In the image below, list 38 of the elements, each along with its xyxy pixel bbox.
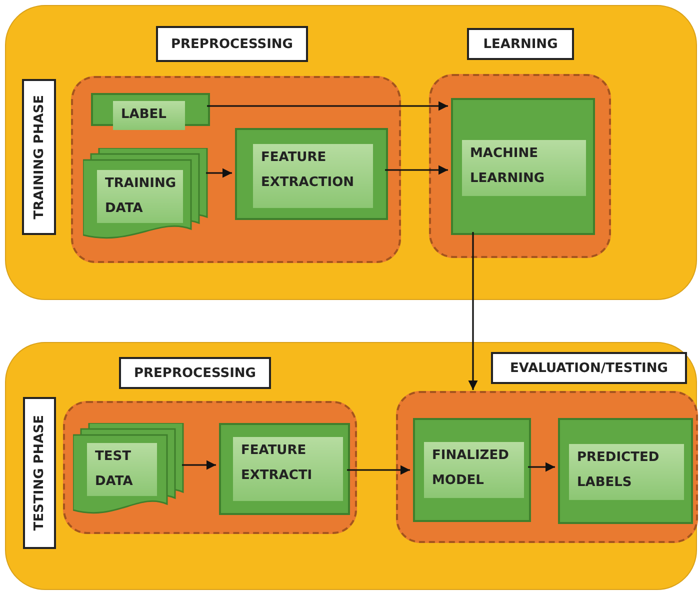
heading-label: EVALUATION/TESTING	[510, 360, 668, 376]
step-label: TRAINING DATA	[97, 170, 183, 224]
process-box	[451, 98, 595, 235]
heading-tag	[467, 28, 574, 60]
heading-label: PREPROCESSING	[171, 36, 293, 52]
phase-panel	[5, 342, 697, 590]
arrow	[528, 462, 555, 472]
dashed-group-area	[429, 74, 611, 258]
phase-tag	[23, 397, 56, 549]
step-label: TEST DATA	[87, 443, 157, 496]
heading-label: LEARNING	[483, 36, 558, 52]
dashed-group-area	[396, 391, 698, 543]
step-label: LABEL	[113, 101, 185, 130]
heading-tag	[156, 26, 308, 62]
arrow	[182, 460, 216, 470]
arrow	[207, 101, 448, 111]
heading-tag	[491, 352, 687, 384]
heading-label: TRAINING PHASE	[32, 94, 46, 220]
arrow	[385, 165, 448, 175]
process-box	[413, 418, 531, 522]
phase-tag	[22, 79, 56, 235]
heading-label: PREPROCESSING	[134, 366, 256, 380]
phase-panel	[5, 5, 697, 300]
dashed-group-area	[71, 76, 401, 263]
step-label: MACHINE LEARNING	[462, 140, 586, 196]
dashed-group-area	[63, 401, 357, 534]
process-box	[219, 423, 350, 515]
arrow	[347, 465, 410, 475]
heading-label: TESTING PHASE	[32, 415, 47, 531]
arrow	[206, 168, 232, 178]
process-box	[235, 128, 388, 220]
heading-tag	[119, 357, 271, 389]
process-box	[558, 418, 693, 524]
step-label: FINALIZED MODEL	[424, 442, 524, 498]
step-label: FEATURE EXTRACTI	[233, 437, 343, 501]
arrow	[468, 232, 478, 390]
step-label: PREDICTED LABELS	[569, 444, 684, 500]
step-label: FEATURE EXTRACTION	[253, 144, 373, 208]
